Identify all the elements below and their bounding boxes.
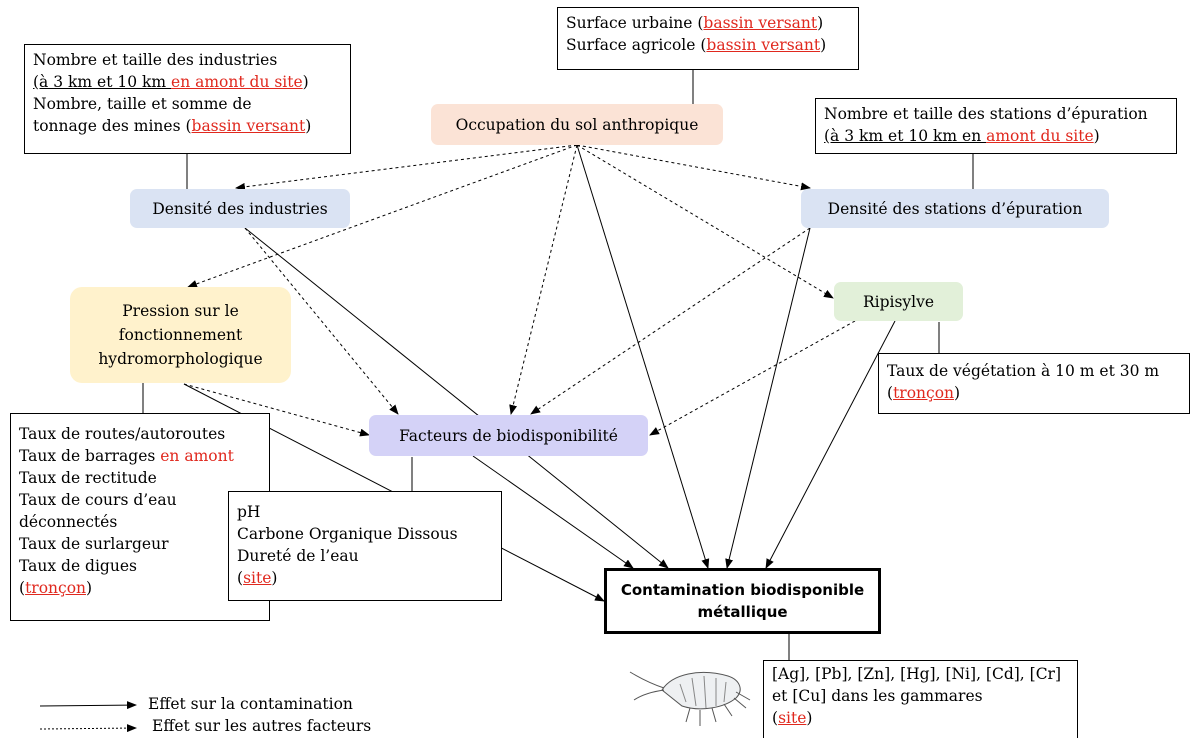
node-pression: Pression sur le fonctionnement hydromorp… (70, 287, 291, 383)
hydro-line-5: déconnectés (19, 513, 118, 531)
bio-line-4: (site) (237, 569, 278, 587)
metals-box: [Ag], [Pb], [Zn], [Hg], [Ni], [Cd], [Cr]… (763, 660, 1078, 738)
surface-line-1: Surface urbaine (bassin versant) (566, 14, 824, 32)
surface-line-2: Surface agricole (bassin versant) (566, 36, 827, 54)
node-ripisylve-label: Ripisylve (862, 292, 935, 311)
node-pression-line-1: Pression sur le (122, 302, 239, 320)
gammarus-illustration (629, 671, 751, 726)
bio-box: pH Carbone Organique Dissous Dureté de l… (228, 491, 502, 601)
vegetation-box: Taux de végétation à 10 m et 30 m (tronç… (878, 353, 1190, 414)
bio-line-2: Carbone Organique Dissous (237, 525, 458, 543)
bio-line-3: Dureté de l’eau (237, 547, 359, 565)
metals-line-3: (site) (772, 709, 813, 727)
vegetation-line-1: Taux de végétation à 10 m et 30 m (887, 362, 1160, 380)
node-occupation-label: Occupation du sol anthropique (455, 115, 699, 134)
dashed-arrows (183, 144, 856, 437)
industries-line-4: tonnage des mines (bassin versant) (33, 117, 312, 135)
node-pression-line-2: fonctionnement (118, 326, 243, 344)
hydro-line-2: Taux de barrages en amont (19, 447, 234, 465)
hydro-line-8: (tronçon) (19, 579, 93, 597)
node-stations: Densité des stations d’épuration (801, 189, 1109, 228)
node-facteurs-label: Facteurs de biodisponibilité (399, 426, 618, 445)
legend-solid-label: Effet sur la contamination (148, 695, 353, 713)
node-stations-label: Densité des stations d’épuration (827, 199, 1083, 218)
node-contamination: Contamination biodisponible métallique (604, 568, 881, 634)
hydro-line-4: Taux de cours d’eau (19, 491, 177, 509)
metals-line-1: [Ag], [Pb], [Zn], [Hg], [Ni], [Cd], [Cr] (772, 665, 1062, 683)
node-industries-label: Densité des industries (152, 199, 328, 218)
stations-line-1: Nombre et taille des stations d’épuratio… (824, 105, 1148, 123)
industries-line-3: Nombre, taille et somme de (33, 95, 252, 113)
industries-line-1: Nombre et taille des industries (33, 51, 278, 69)
hydro-line-6: Taux de surlargeur (19, 535, 169, 553)
hydro-line-1: Taux de routes/autoroutes (19, 425, 226, 443)
bio-line-1: pH (237, 503, 261, 521)
node-pression-line-3: hydromorphologique (98, 350, 263, 368)
node-occupation: Occupation du sol anthropique (431, 104, 723, 145)
industries-box: Nombre et taille des industries (à 3 km … (24, 44, 351, 154)
surface-box: Surface urbaine (bassin versant) Surface… (557, 7, 859, 70)
stations-box: Nombre et taille des stations d’épuratio… (815, 98, 1177, 154)
hydro-line-3: Taux de rectitude (19, 469, 157, 487)
node-facteurs: Facteurs de biodisponibilité (369, 415, 648, 456)
node-contamination-line-1: Contamination biodisponible (620, 581, 865, 599)
industries-line-2: (à 3 km et 10 km en amont du site) (33, 73, 309, 91)
hydro-box: Taux de routes/autoroutes Taux de barrag… (10, 413, 270, 621)
metals-line-2: et [Cu] dans les gammares (772, 687, 983, 705)
node-industries: Densité des industries (130, 189, 350, 228)
node-ripisylve: Ripisylve (834, 282, 963, 321)
box-connectors (142, 70, 974, 660)
hydro-line-7: Taux de digues (19, 557, 137, 575)
node-contamination-line-2: métallique (697, 603, 788, 621)
vegetation-line-2: (tronçon) (887, 384, 961, 402)
legend-dashed-label: Effet sur les autres facteurs (152, 717, 372, 735)
legend-lines (39, 701, 137, 733)
stations-line-2: (à 3 km et 10 km en amont du site) (824, 127, 1100, 145)
